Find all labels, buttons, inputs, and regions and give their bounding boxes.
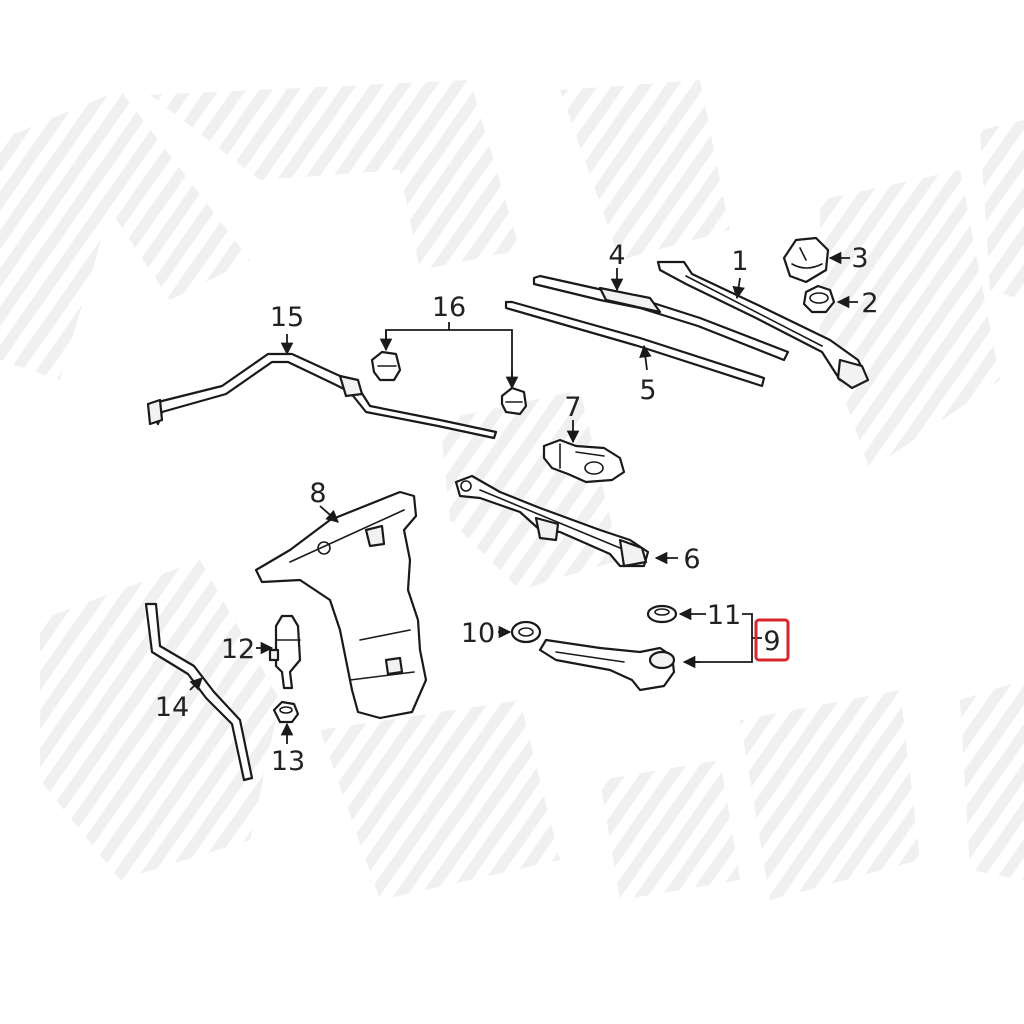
part-nut (802, 284, 836, 314)
part-wiper-blade-front (532, 274, 790, 362)
part-cap (782, 236, 830, 284)
part-washer-nozzle-right (500, 386, 528, 416)
callout-1: 1 (731, 246, 748, 277)
part-reservoir-hose (144, 602, 254, 782)
part-wiper-blade-rear (504, 300, 766, 388)
part-washer-nozzle-left (370, 350, 402, 382)
callout-10: 10 (461, 618, 495, 649)
part-washer-hose-upper (146, 352, 498, 440)
callout-8: 8 (309, 478, 326, 509)
callout-14: 14 (155, 692, 189, 723)
part-washer-pump (268, 614, 302, 690)
part-washer-reservoir (254, 490, 428, 720)
callout-11: 11 (707, 600, 741, 631)
callout-3: 3 (851, 243, 868, 274)
callout-16: 16 (432, 292, 466, 323)
callout-6: 6 (683, 544, 700, 575)
callout-9: 9 (763, 626, 780, 657)
part-pivot-cap (646, 604, 678, 624)
part-wiper-motor (542, 438, 626, 484)
part-grommet (510, 620, 542, 644)
part-wiper-linkage (454, 474, 650, 568)
callout-15: 15 (270, 302, 304, 333)
part-pump-grommet (272, 700, 300, 724)
callout-12: 12 (221, 634, 255, 665)
callout-2: 2 (861, 288, 878, 319)
callout-7: 7 (564, 392, 581, 423)
callout-4: 4 (608, 240, 625, 271)
callout-13: 13 (271, 746, 305, 777)
highlight-box (754, 618, 790, 662)
callout-5: 5 (639, 375, 656, 406)
part-pivot-housing (538, 638, 676, 692)
callout-labels: 1 2 3 4 5 6 7 8 9 10 11 12 13 14 15 16 (155, 240, 879, 777)
background-watermark (0, 80, 1024, 900)
part-wiper-arm (656, 260, 870, 390)
